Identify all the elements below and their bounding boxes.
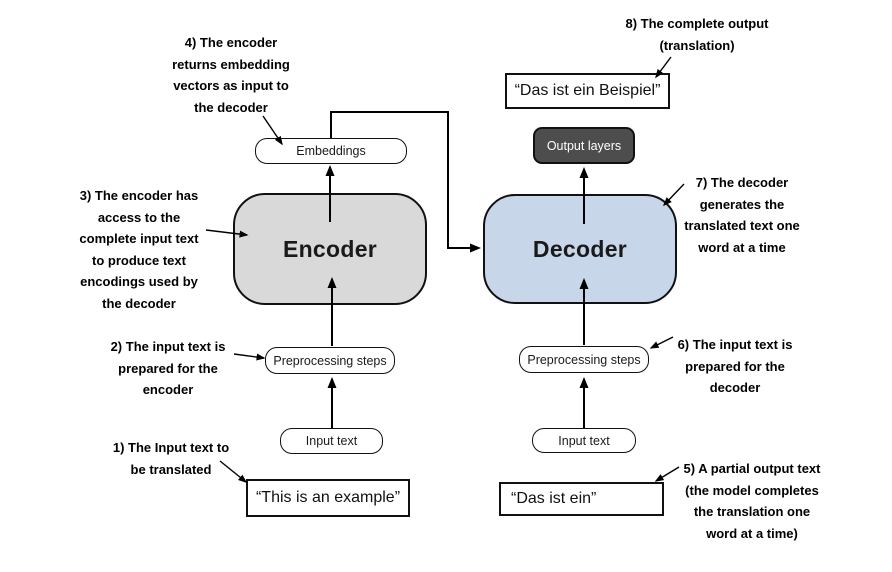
embeddings-box: Embeddings — [255, 138, 407, 164]
annotation-step-2: 2) The input text is prepared for the en… — [110, 339, 226, 397]
source-sentence-box: “This is an example” — [246, 479, 410, 517]
decoder-box: Decoder — [483, 194, 677, 304]
final-translation-box: “Das ist ein Beispiel” — [505, 73, 670, 109]
annotation-step-8: 8) The complete output (translation) — [625, 16, 769, 53]
preprocessing-steps-left-box: Preprocessing steps — [265, 347, 395, 374]
input-text-right-box: Input text — [532, 428, 636, 453]
encoder-box: Encoder — [233, 193, 427, 305]
annotation-step-3: 3) The encoder has access to the complet… — [79, 188, 199, 311]
annotation-step-5: 5) A partial output text (the model comp… — [683, 461, 821, 541]
annotation-step-7: 7) The decoder generates the translated … — [684, 175, 800, 255]
annotation-step-6: 6) The input text is prepared for the de… — [677, 337, 793, 395]
partial-output-box: “Das ist ein” — [499, 482, 664, 516]
annotation-step-1: 1) The Input text to be translated — [112, 440, 230, 477]
output-layers-box: Output layers — [533, 127, 635, 164]
preprocessing-steps-right-box: Preprocessing steps — [519, 346, 649, 373]
input-text-left-box: Input text — [280, 428, 383, 454]
annotation-step-4: 4) The encoder returns embedding vectors… — [172, 35, 290, 115]
